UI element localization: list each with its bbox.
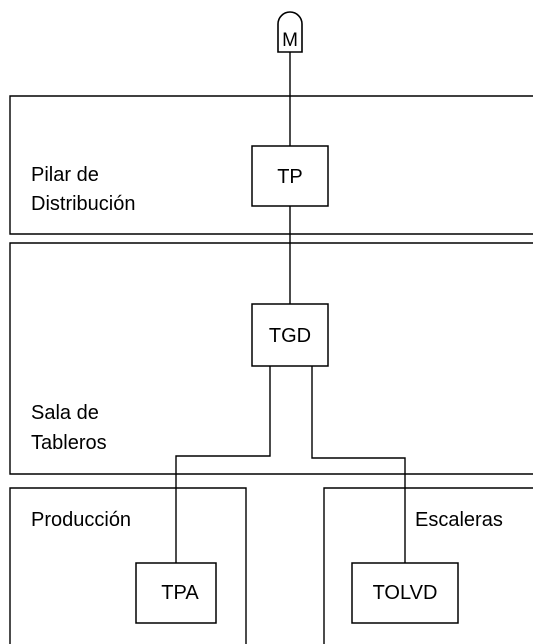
zone-pilar-de-distribucion [9, 95, 533, 235]
panel-tgd-box [251, 303, 329, 367]
zone-pilar-label-line1: Pilar de [31, 164, 99, 186]
zone-escaleras [323, 487, 533, 644]
panel-tolvd-label: TOLVD [373, 582, 438, 604]
panel-tp: TP [251, 145, 329, 207]
feeder-wire-tgd-to-tpa [175, 366, 271, 563]
zone-escaleras-label: Escaleras [415, 509, 503, 531]
zone-produccion [9, 487, 247, 644]
panel-tolvd-box [351, 562, 459, 624]
panel-tgd-label: TGD [269, 325, 311, 347]
panel-tolvd: TOLVD [351, 562, 459, 624]
zone-produccion-label: Producción [31, 509, 131, 531]
meter-icon [277, 11, 303, 53]
panel-tpa-box [135, 562, 217, 624]
meter-label: M [282, 30, 298, 51]
panel-tp-label: TP [277, 166, 303, 188]
panel-tpa-label: TPA [161, 582, 199, 604]
panel-tgd: TGD [251, 303, 329, 367]
meter-symbol: M [277, 11, 303, 53]
zone-sala-label-line2: Tableros [31, 432, 107, 454]
panel-tp-box [251, 145, 329, 207]
panel-tpa: TPA [135, 562, 217, 624]
zone-sala-label-line1: Sala de [31, 402, 99, 424]
feeder-wire-tgd-to-tolvd [311, 366, 406, 563]
zone-pilar-label-line2: Distribución [31, 193, 135, 215]
zone-sala-de-tableros [9, 242, 533, 475]
